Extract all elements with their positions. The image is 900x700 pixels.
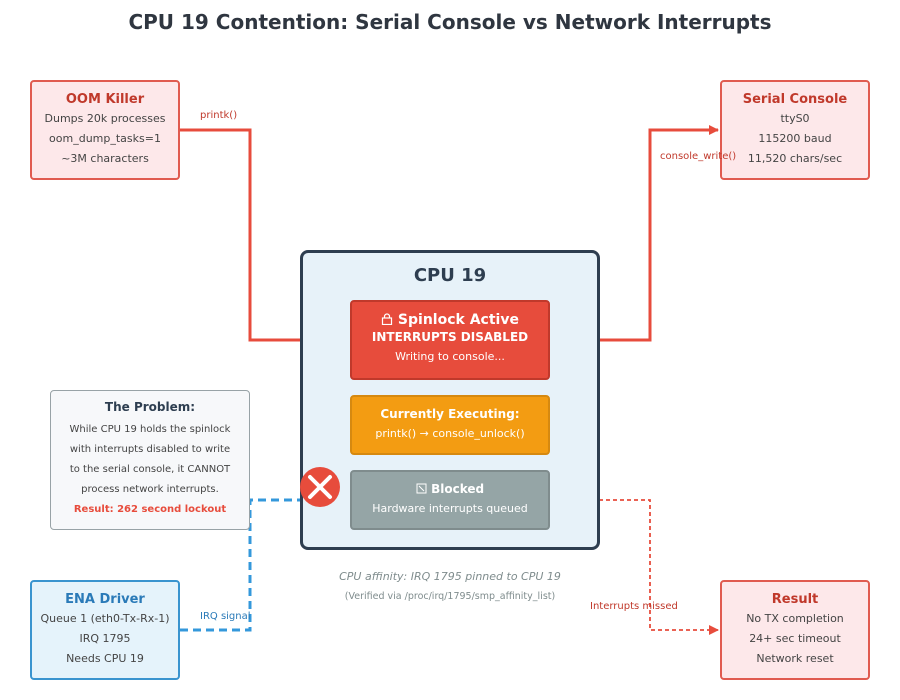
problem-body: While CPU 19 holds the spinlock with int… (51, 420, 249, 520)
irq-signal-connector (180, 495, 349, 632)
problem-line: with interrupts disabled to write (69, 444, 231, 455)
ena-line: IRQ 1795 (79, 632, 131, 645)
spinlock-title: Spinlock Active (397, 312, 519, 328)
spinlock-box: Spinlock Active INTERRUPTS DISABLED Writ… (350, 300, 550, 380)
blocked-title: Blocked (431, 482, 485, 496)
problem-line: to the serial console, it CANNOT (69, 464, 231, 475)
blocked-detail: Hardware interrupts queued (372, 502, 528, 515)
ena-line: Needs CPU 19 (66, 652, 144, 665)
printk-connector (180, 128, 349, 345)
interrupts-missed-connector (550, 499, 719, 635)
result-line: 24+ sec timeout (749, 632, 841, 645)
oom-killer-box: OOM Killer Dumps 20k processes oom_dump_… (30, 80, 180, 180)
spinlock-detail: Writing to console... (395, 350, 505, 363)
executing-detail: printk() → console_unlock() (375, 427, 525, 440)
printk-label: printk() (200, 110, 238, 121)
cpu-title: CPU 19 (413, 265, 487, 286)
serial-line: 115200 baud (758, 132, 832, 145)
blocked-heading: Blocked (352, 482, 548, 496)
spinlock-heading: Spinlock Active (352, 312, 548, 328)
result-line: No TX completion (746, 612, 844, 625)
ena-line: Queue 1 (eth0-Tx-Rx-1) (40, 612, 170, 625)
lock-icon (381, 313, 393, 326)
problem-line: While CPU 19 holds the spinlock (69, 424, 231, 435)
oom-line: ~3M characters (61, 152, 149, 165)
spinlock-subtitle: INTERRUPTS DISABLED (371, 330, 529, 344)
ena-driver-box: ENA Driver Queue 1 (eth0-Tx-Rx-1) IRQ 17… (30, 580, 180, 680)
affinity-note: CPU affinity: IRQ 1795 pinned to CPU 19 (339, 570, 561, 583)
executing-title: Currently Executing: (380, 407, 520, 421)
blocked-box: Blocked Hardware interrupts queued (350, 470, 550, 530)
serial-console-box: Serial Console ttyS0 115200 baud 11,520 … (720, 80, 870, 180)
x-close-icon (300, 467, 340, 507)
problem-note: The Problem: While CPU 19 holds the spin… (50, 390, 250, 530)
oom-line: oom_dump_tasks=1 (49, 132, 161, 145)
diagram-title: CPU 19 Contention: Serial Console vs Net… (128, 10, 772, 34)
oom-line: Dumps 20k processes (44, 112, 166, 125)
executing-box: Currently Executing: printk() → console_… (350, 395, 550, 455)
serial-line: 11,520 chars/sec (747, 152, 843, 165)
result-title: Result (771, 592, 819, 607)
problem-title: The Problem: (104, 400, 196, 414)
serial-line: ttyS0 (780, 112, 810, 125)
blocked-icon (416, 483, 427, 494)
result-line: Network reset (756, 652, 834, 665)
console-write-label: console_write() (660, 151, 737, 162)
ena-driver-title: ENA Driver (65, 592, 145, 607)
result-box: Result No TX completion 24+ sec timeout … (720, 580, 870, 680)
console-write-connector (550, 125, 719, 342)
interrupts-missed-label: Interrupts missed (590, 601, 678, 612)
verified-note: (Verified via /proc/irq/1795/smp_affinit… (344, 591, 556, 602)
irq-signal-label: IRQ signal (200, 611, 251, 622)
problem-line: process network interrupts. (81, 484, 219, 495)
serial-console-title: Serial Console (742, 92, 848, 107)
oom-killer-title: OOM Killer (65, 92, 145, 107)
problem-result: Result: 262 second lockout (73, 504, 227, 515)
